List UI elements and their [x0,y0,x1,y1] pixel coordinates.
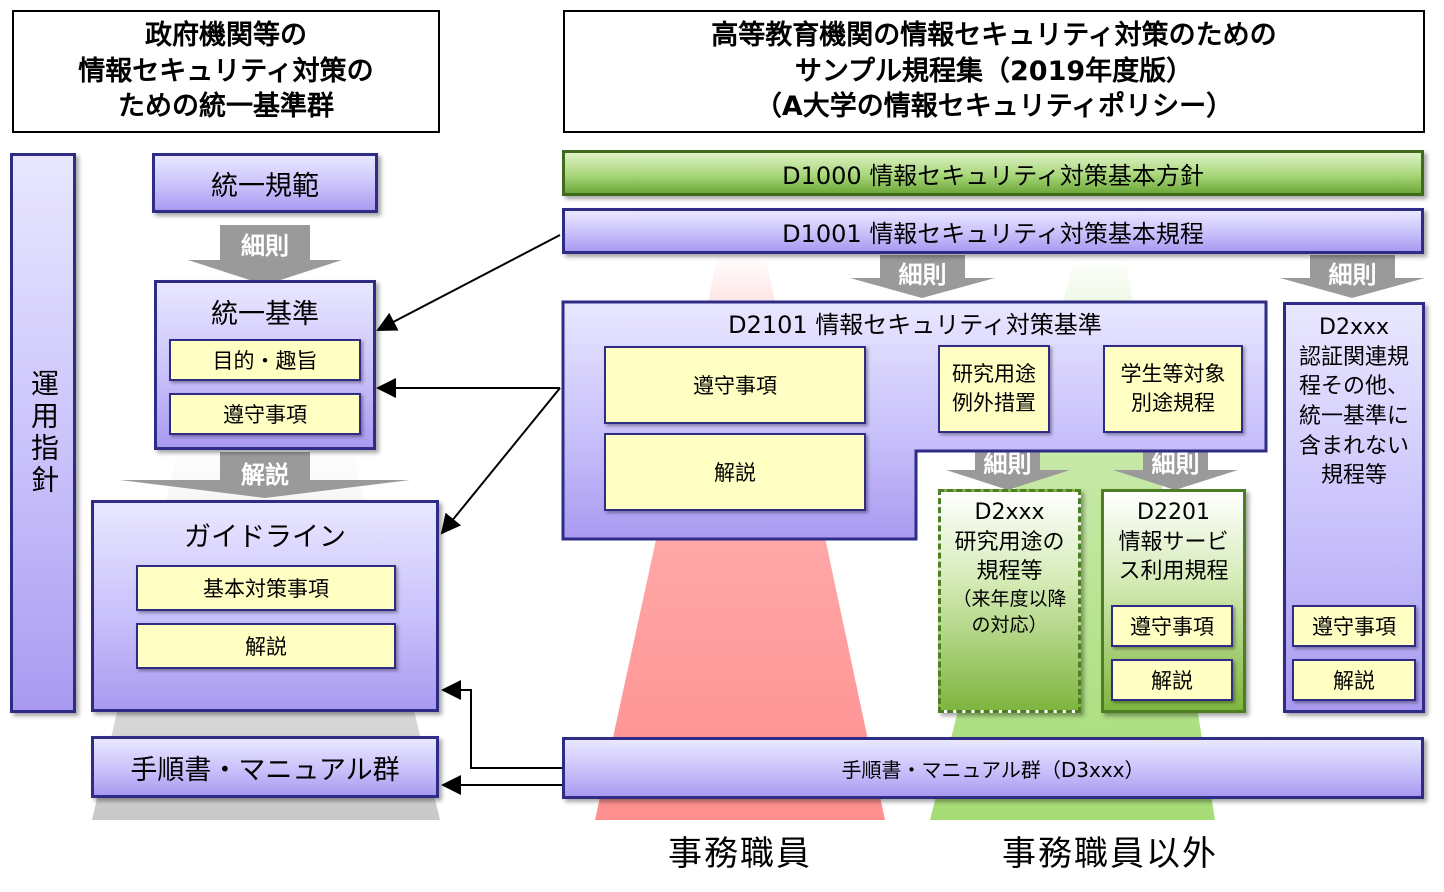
kihon-taisaku-box: 基本対策事項 [136,565,396,611]
arrow-label-saisoku-far-right: 細則 [1328,260,1377,289]
junshu-box-d2101: 遵守事項 [604,346,866,424]
label-jimu: 事務職員 [668,833,812,874]
d2201-box: D2201 情報サービ ス利用規程 遵守事項 解説 [1101,489,1246,713]
right-title-line-1: 高等教育機関の情報セキュリティ対策のための [711,20,1277,52]
kaisetsu-box-d2xxx-other: 解説 [1292,659,1416,701]
d2xxx-kenkyu-line-3: 規程等 [976,559,1043,585]
arrow-label-saisoku-gakusei: 細則 [1151,449,1200,478]
junshu-box-d2xxx-other: 遵守事項 [1292,605,1416,647]
tooitsu-kijun-label: 統一基準 [211,298,319,330]
arrow-label-kaisetsu-left: 解説 [241,460,289,489]
gakusei-line-2: 別途規程 [1131,391,1215,415]
kaisetsu-box-left: 解説 [136,623,396,669]
d2201-line-3: ス利用規程 [1118,559,1229,585]
d1000-band: D1000 情報セキュリティ対策基本方針 [562,150,1424,196]
connector-d1001-to-tooitsu [376,234,561,331]
arrow-saisoku-center [850,255,995,298]
kenkyu-reigai-box: 研究用途 例外措置 [938,345,1050,433]
d2201-text: D2201 情報サービ ス利用規程 [1104,498,1243,587]
d2201-line-1: D2201 [1137,500,1210,525]
label-jimu-igai: 事務職員以外 [1002,833,1218,874]
d2xxx-other-line-1: D2xxx [1319,315,1389,340]
d2xxx-kenkyu-line-2: 研究用途の [954,529,1065,555]
left-title-line-1: 政府機関等の [145,20,307,52]
guideline-label: ガイドライン [184,521,346,553]
manual-box-left: 手順書・マニュアル群 [91,736,439,798]
d2201-line-2: 情報サービ [1118,529,1229,555]
d2xxx-other-box: D2xxx 認証関連規 程その他、 統一基準に 含まれない 規程等 遵守事項 解… [1283,302,1425,713]
left-title-line-2: 情報セキュリティ対策の [78,55,374,87]
d2xxx-note-line-1: （来年度以降 [952,588,1067,611]
d2xxx-kenkyu-line-1: D2xxx [974,500,1045,525]
guideline-box: ガイドライン 基本対策事項 解説 [91,500,439,712]
d2xxx-kenkyu-text: D2xxx 研究用途の 規程等 （来年度以降 の対応） [941,498,1078,638]
arrow-label-saisoku-center: 細則 [898,260,947,289]
arrow-saisoku-gakusei [1113,446,1238,490]
gakusei-box: 学生等対象 別途規程 [1103,345,1243,433]
mokuteki-box: 目的・趣旨 [169,339,361,381]
kaisetsu-box-d2201: 解説 [1111,659,1233,701]
d2xxx-kenkyu-box: D2xxx 研究用途の 規程等 （来年度以降 の対応） [938,489,1081,713]
arrow-saisoku-left [188,225,342,285]
arrow-saisoku-kenkyu [946,446,1070,490]
arrow-saisoku-far-right [1280,255,1425,298]
d2xxx-other-line-2: 認証関連規 [1298,344,1409,370]
right-title-line-3: （A大学の情報セキュリティポリシー） [754,91,1234,123]
d2101-label: D2101 情報セキュリティ対策基準 [728,310,1102,339]
left-title-line-3: ための統一基準群 [118,91,334,123]
right-title-line-2: サンプル規程集（2019年度版） [794,55,1194,87]
d2xxx-other-line-6: 規程等 [1320,463,1387,489]
unyo-shishin-bar: 運用指針 [10,153,76,713]
d2xxx-other-line-3: 程その他、 [1298,374,1409,400]
tooitsu-kihan-box: 統一規範 [152,153,378,213]
tooitsu-kijun-box: 統一基準 目的・趣旨 遵守事項 [154,280,376,450]
manual-band-right: 手順書・マニュアル群（D3xxx） [562,737,1424,799]
kaisetsu-box-d2101: 解説 [604,433,866,511]
d2xxx-note-line-2: の対応） [971,613,1048,636]
d2xxx-other-line-5: 含まれない [1298,433,1409,459]
arrow-label-saisoku-left: 細則 [241,231,289,260]
connector-d2101-to-guideline [440,387,561,535]
arrow-label-saisoku-kenkyu: 細則 [983,449,1032,478]
d2xxx-other-text: D2xxx 認証関連規 程その他、 統一基準に 含まれない 規程等 [1286,313,1422,491]
right-title-box: 高等教育機関の情報セキュリティ対策のための サンプル規程集（2019年度版） （… [563,10,1425,133]
kenkyu-reigai-line-1: 研究用途 [952,361,1036,386]
junshu-box-left: 遵守事項 [169,393,361,435]
connector-manual-to-guideline [441,680,562,769]
arrow-kaisetsu-left [120,452,410,498]
gakusei-line-1: 学生等対象 [1120,361,1226,386]
kenkyu-reigai-line-2: 例外措置 [952,391,1036,415]
unyo-shishin-label: 運用指針 [27,369,60,497]
left-title-box: 政府機関等の 情報セキュリティ対策の ための統一基準群 [12,10,440,133]
d1001-band: D1001 情報セキュリティ対策基本規程 [562,208,1424,254]
junshu-box-d2201: 遵守事項 [1111,605,1233,647]
d2xxx-other-line-4: 統一基準に [1298,404,1409,430]
